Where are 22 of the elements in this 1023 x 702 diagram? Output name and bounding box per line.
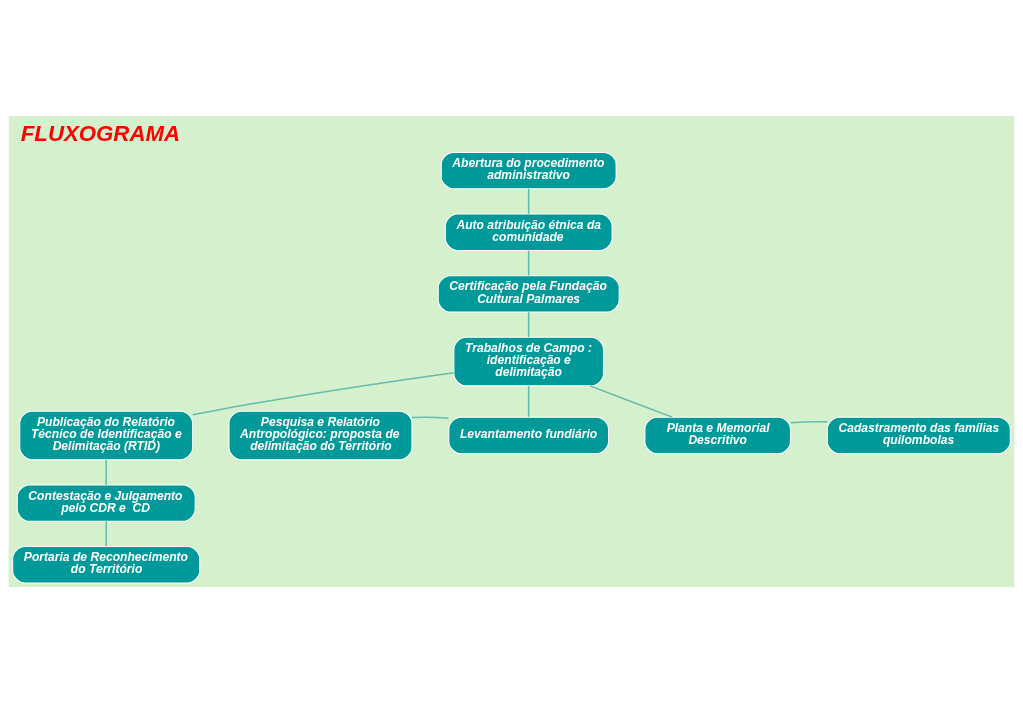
connector [105,520,107,547]
node-box: Trabalhos de Campo : identificação e delimitação [453,336,604,386]
connector [411,415,450,419]
connector [589,384,673,418]
node-box: Abertura do procedimento administrativo [440,151,617,189]
connector [191,371,455,416]
node-box: Planta e Memorial Descritivo [644,416,791,454]
connector [790,420,829,424]
connector [105,458,107,486]
node-box: Publicação do Relatório Técnico de Identificação e Delimitação (RTID) [19,410,194,460]
node-box: Levantamento fundiário [448,416,610,454]
node-box: Certificação pela Fundação Cultural Palmares [437,274,620,313]
node-box: Portaria de Reconhecimento do Território [12,545,201,583]
connector [527,249,530,276]
connector [527,310,530,338]
node-box: Pesquisa e Relatório Antropológico: proposta de delimitação do Território [228,410,413,460]
node-box: Auto atribuição étnica da comunidade [444,213,613,251]
connector [527,187,530,215]
connector [527,384,530,417]
diagram-title: FLUXOGRAMA [20,120,181,146]
node-box: Cadastramento das famílias quilombolas [826,416,1011,454]
node-box: Contestação e Julgamento pelo CDR e CD [16,483,196,522]
